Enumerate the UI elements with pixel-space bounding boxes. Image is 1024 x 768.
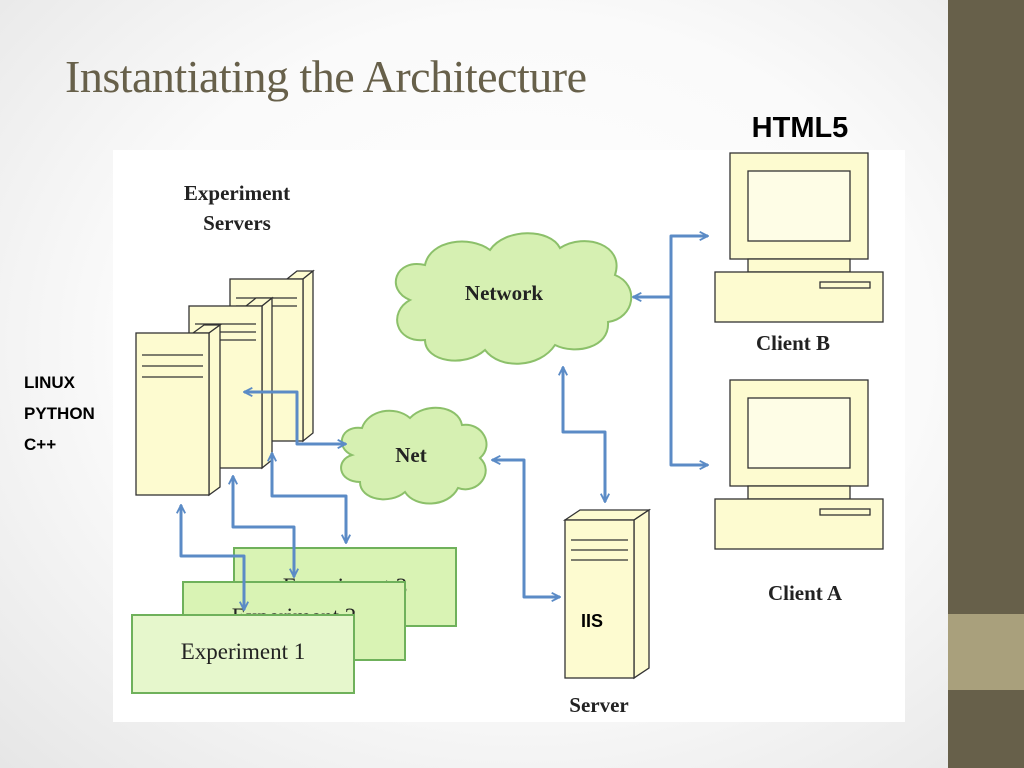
client-a-label: Client A bbox=[768, 581, 843, 605]
experiment-servers bbox=[135, 269, 315, 497]
arrow-servers-net bbox=[244, 392, 346, 444]
arrow-servers-experiment2 bbox=[233, 476, 294, 577]
client-b-label: Client B bbox=[756, 331, 830, 355]
client-b-computer bbox=[714, 152, 884, 323]
connection-arrows bbox=[181, 236, 708, 610]
experiment-1-box: Experiment 1 bbox=[131, 614, 355, 694]
stack-python-label: PYTHON bbox=[24, 404, 95, 423]
arrow-to-client-a bbox=[669, 297, 708, 465]
arrow-servers-experiment3 bbox=[272, 453, 346, 543]
arrow-network-server bbox=[563, 367, 605, 502]
experiment-servers-label-line1: Experiment bbox=[184, 181, 290, 205]
side-bar-accent bbox=[948, 614, 1024, 690]
experiment-1-label: Experiment 1 bbox=[181, 639, 306, 664]
html5-label: HTML5 bbox=[752, 112, 849, 144]
stack-linux-label: LINUX bbox=[24, 373, 76, 392]
slide-title: Instantiating the Architecture bbox=[65, 51, 587, 102]
server-label: Server bbox=[569, 693, 628, 717]
net-label: Net bbox=[395, 443, 426, 467]
server-tower-front bbox=[135, 323, 222, 497]
arrow-net-server bbox=[492, 460, 560, 597]
arrow-network-to-clients bbox=[633, 236, 708, 297]
iis-server bbox=[562, 508, 652, 680]
network-cloud bbox=[394, 232, 633, 365]
network-label: Network bbox=[465, 281, 543, 305]
client-a-computer bbox=[714, 379, 884, 550]
experiment-servers-label-line2: Servers bbox=[203, 211, 271, 235]
iis-label: IIS bbox=[581, 611, 603, 631]
stack-cpp-label: C++ bbox=[24, 435, 56, 454]
arrow-servers-experiment1 bbox=[181, 505, 244, 610]
net-cloud bbox=[340, 406, 488, 505]
